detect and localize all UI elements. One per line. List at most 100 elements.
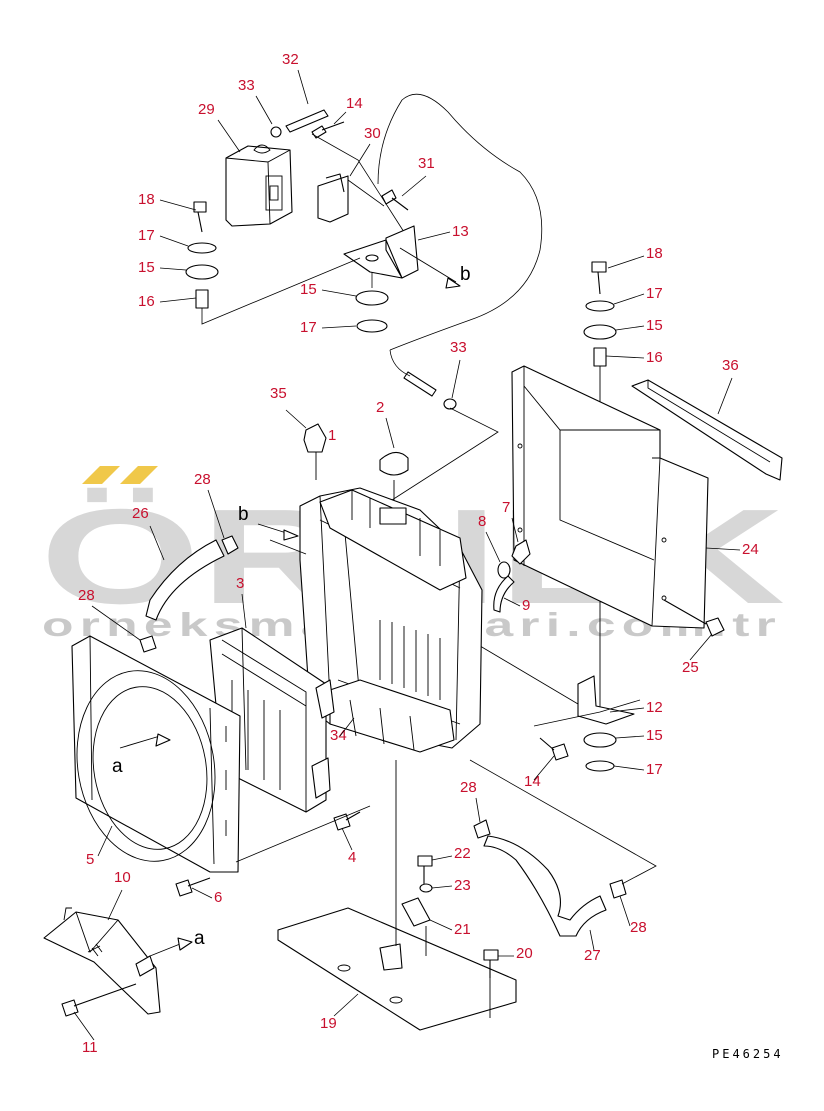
cap-33-top[interactable]	[270, 126, 282, 138]
bracket-guard	[135, 955, 155, 977]
callout-28: 28	[460, 779, 477, 796]
lower-hose-27[interactable]	[483, 835, 607, 937]
oring-8[interactable]	[497, 561, 511, 579]
callout-15: 15	[646, 727, 663, 744]
callout-10: 10	[114, 869, 131, 886]
washer-17-left[interactable]	[187, 242, 217, 254]
callout-24: 24	[742, 541, 759, 558]
cushion-15-lower[interactable]	[583, 732, 617, 748]
callout-19: 19	[320, 1015, 337, 1032]
callout-29: 29	[198, 101, 215, 118]
callout-31: 31	[418, 155, 435, 172]
callout-9: 9	[522, 597, 530, 614]
inlet-pipe	[315, 679, 335, 719]
collar-16-right[interactable]	[593, 347, 607, 367]
bolt-11[interactable]	[61, 983, 137, 1017]
callout-36: 36	[722, 357, 739, 374]
cover-36[interactable]	[631, 379, 783, 481]
guard-10[interactable]	[43, 911, 161, 1015]
pin-33-lower[interactable]	[403, 371, 437, 397]
collar-16-left[interactable]	[195, 289, 209, 309]
watermark-accent-left	[82, 466, 120, 484]
bolt-22[interactable]	[417, 855, 433, 884]
callout-18: 18	[138, 191, 155, 208]
callout-33: 33	[238, 77, 255, 94]
cushion-15-left[interactable]	[185, 264, 219, 280]
cap-33-lower[interactable]	[443, 398, 457, 410]
callout-28: 28	[78, 587, 95, 604]
clamp-28-left[interactable]	[139, 635, 157, 653]
bracket-30[interactable]	[317, 173, 349, 223]
callout-17: 17	[646, 761, 663, 778]
drawing-code: PE46254	[712, 1047, 784, 1061]
side-plate-24[interactable]	[511, 365, 709, 629]
washer-17-right[interactable]	[585, 300, 615, 312]
callout-23: 23	[454, 877, 471, 894]
callout-8: 8	[478, 513, 486, 530]
callout-16: 16	[138, 293, 155, 310]
leader-lines	[73, 69, 741, 1041]
watermark-accent-right	[120, 466, 158, 484]
callout-28: 28	[630, 919, 647, 936]
bolt-18-left[interactable]	[193, 201, 207, 233]
callout-33: 33	[450, 339, 467, 356]
callout-3: 3	[236, 575, 244, 592]
bolt-25[interactable]	[663, 599, 725, 637]
callout-5: 5	[86, 851, 94, 868]
bracket-21-lower	[379, 943, 403, 971]
callout-15: 15	[646, 317, 663, 334]
washer-17-lower[interactable]	[585, 760, 615, 772]
clamp-28-upper[interactable]	[221, 535, 239, 555]
bolt-6[interactable]	[175, 877, 211, 897]
clamp-28-lower-left[interactable]	[473, 819, 491, 839]
bolt-14-top[interactable]	[311, 121, 345, 139]
callout-4: 4	[348, 849, 356, 866]
callout-13: 13	[452, 223, 469, 240]
cushion-15-mid[interactable]	[355, 290, 389, 306]
bolt-18-right[interactable]	[591, 261, 607, 295]
arrow-label-b-top: b	[460, 264, 471, 285]
bracket-12[interactable]	[577, 675, 635, 725]
bracket-21[interactable]	[401, 897, 431, 927]
upper-hose-26[interactable]	[145, 539, 225, 621]
pin-32[interactable]	[285, 109, 329, 133]
callout-22: 22	[454, 845, 471, 862]
bolt-20[interactable]	[483, 949, 499, 978]
stay-35[interactable]	[303, 423, 327, 453]
bolt-14-lower[interactable]	[539, 737, 569, 761]
callout-12: 12	[646, 699, 663, 716]
clamp-28-lower-right[interactable]	[609, 879, 627, 899]
hose-9[interactable]	[493, 575, 515, 613]
arrow-label-b-mid: b	[238, 504, 249, 525]
callout-35: 35	[270, 385, 287, 402]
radiator-cap-2[interactable]	[379, 451, 409, 476]
right-mount-group	[469, 261, 783, 772]
washer-17-mid[interactable]	[356, 319, 388, 333]
filler-neck	[379, 507, 407, 525]
callout-7: 7	[502, 499, 510, 516]
callout-25: 25	[682, 659, 699, 676]
radiator-fins	[379, 620, 441, 700]
reserve-tank[interactable]	[225, 145, 293, 227]
callout-11: 11	[82, 1039, 98, 1056]
callout-28: 28	[194, 471, 211, 488]
frame-34[interactable]	[329, 679, 455, 753]
callout-21: 21	[454, 921, 471, 938]
bolt-31[interactable]	[381, 189, 409, 211]
bolt-4[interactable]	[333, 811, 361, 831]
bracket-13[interactable]	[343, 225, 419, 279]
callout-18: 18	[646, 245, 663, 262]
callout-32: 32	[282, 51, 299, 68]
outlet-pipe	[311, 757, 331, 799]
arrow-label-a-shroud: a	[112, 756, 123, 777]
callout-2: 2	[376, 399, 384, 416]
callout-6: 6	[214, 889, 222, 906]
arrow-label-a-guard: a	[194, 928, 205, 949]
washer-23[interactable]	[419, 883, 433, 893]
callout-16: 16	[646, 349, 663, 366]
undercover-group	[277, 760, 517, 1031]
callout-30: 30	[364, 125, 381, 142]
cushion-15-right[interactable]	[583, 324, 617, 340]
drain-7[interactable]	[511, 539, 531, 565]
